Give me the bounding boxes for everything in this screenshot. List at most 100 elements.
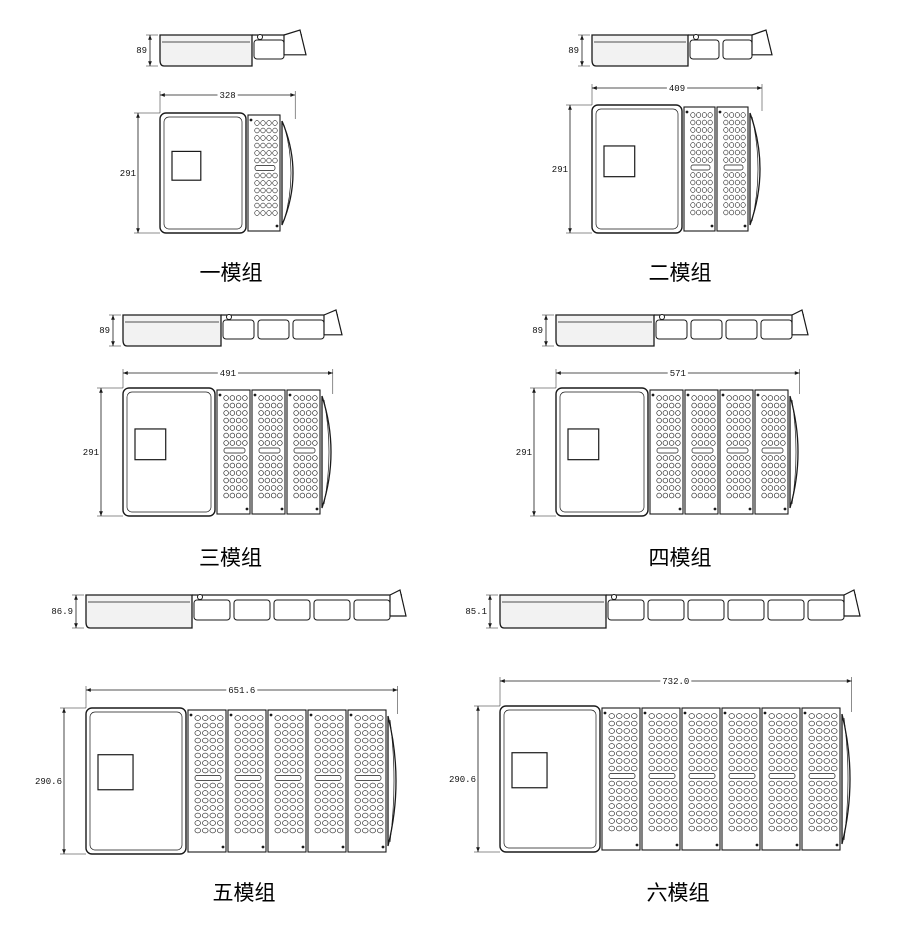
module-side xyxy=(313,599,351,621)
led-lens xyxy=(780,477,786,484)
side-view: 89 xyxy=(136,29,307,67)
led-lens xyxy=(293,440,299,446)
led-lens xyxy=(728,713,735,719)
led-lens xyxy=(274,827,281,834)
led-lens xyxy=(242,730,249,736)
led-lens xyxy=(293,417,299,424)
led-lens xyxy=(270,432,277,439)
led-lens xyxy=(745,477,751,484)
led-lens xyxy=(274,820,281,826)
module-side xyxy=(655,319,688,340)
led-lens xyxy=(266,135,272,141)
led-lens xyxy=(663,788,670,794)
led-lens xyxy=(736,728,743,734)
led-lens xyxy=(362,767,369,774)
led-lens xyxy=(690,112,696,118)
module-side xyxy=(689,39,720,60)
led-lens xyxy=(791,758,798,764)
led-lens xyxy=(258,410,264,416)
led-lens xyxy=(608,713,615,719)
led-lens xyxy=(671,780,678,787)
led-lens xyxy=(270,402,277,409)
dim-arrow xyxy=(476,706,480,711)
led-lens xyxy=(282,805,289,811)
led-lens xyxy=(277,470,283,476)
led-lens xyxy=(816,788,823,794)
led-module xyxy=(227,709,267,853)
led-lens xyxy=(656,758,663,764)
led-lens xyxy=(656,735,663,742)
led-lens xyxy=(369,790,376,796)
led-lens xyxy=(740,149,746,156)
led-lens xyxy=(723,202,729,208)
mount-bracket-side xyxy=(751,29,773,56)
led-lens xyxy=(249,827,256,834)
led-lens xyxy=(314,722,321,729)
led-lens xyxy=(209,752,216,759)
led-lens xyxy=(791,750,798,757)
led-lens xyxy=(254,157,260,164)
dim-arrow xyxy=(532,511,536,516)
led-lens xyxy=(258,425,264,431)
led-lens xyxy=(688,788,695,794)
led-lens xyxy=(767,440,774,446)
led-lens xyxy=(217,722,224,729)
led-lens xyxy=(322,715,329,721)
mount-bracket-side xyxy=(389,589,407,617)
width-dimension-label: 651.6 xyxy=(228,686,255,696)
led-lens xyxy=(656,765,663,772)
mount-bracket-side xyxy=(323,309,343,336)
led-lens xyxy=(249,730,256,736)
led-lens xyxy=(623,743,630,749)
led-lens xyxy=(808,735,815,742)
led-lens xyxy=(688,743,695,749)
led-lens xyxy=(254,150,260,156)
led-lens xyxy=(254,195,260,201)
led-lens xyxy=(751,818,758,824)
led-lens xyxy=(354,745,361,751)
led-lens xyxy=(377,730,384,736)
led-lens xyxy=(696,157,702,163)
led-lens xyxy=(266,195,272,201)
led-lens xyxy=(270,455,277,461)
led-lens xyxy=(711,743,718,749)
led-lens xyxy=(726,477,732,484)
led-lens xyxy=(362,812,369,819)
led-lens xyxy=(362,745,369,751)
led-lens xyxy=(631,750,638,757)
led-lens xyxy=(623,818,630,824)
led-lens xyxy=(616,765,623,772)
led-lens xyxy=(274,790,281,796)
module-slot xyxy=(691,447,714,454)
led-lens xyxy=(732,432,739,439)
led-module xyxy=(754,389,789,515)
led-lens xyxy=(274,805,281,811)
led-lens xyxy=(767,432,774,439)
led-lens xyxy=(738,402,745,409)
led-lens xyxy=(745,440,751,446)
led-module xyxy=(267,709,307,853)
led-lens xyxy=(631,780,638,787)
led-module xyxy=(719,389,754,515)
led-lens xyxy=(369,812,376,819)
led-lens xyxy=(732,470,739,476)
led-lens xyxy=(831,743,838,749)
module-caption: 六模组 xyxy=(647,881,710,905)
led-lens xyxy=(242,462,248,469)
dim-arrow xyxy=(74,595,78,600)
screw-icon xyxy=(723,711,727,715)
led-lens xyxy=(656,720,663,727)
led-lens xyxy=(808,795,815,802)
led-lens xyxy=(312,417,318,424)
led-lens xyxy=(736,720,743,727)
led-lens xyxy=(266,180,272,186)
led-lens xyxy=(808,743,815,749)
led-lens xyxy=(808,728,815,734)
led-lens xyxy=(223,470,229,476)
led-lens xyxy=(322,820,329,826)
led-lens xyxy=(293,395,299,401)
led-lens xyxy=(369,805,376,811)
housing-side xyxy=(591,34,689,67)
led-lens xyxy=(823,735,830,742)
